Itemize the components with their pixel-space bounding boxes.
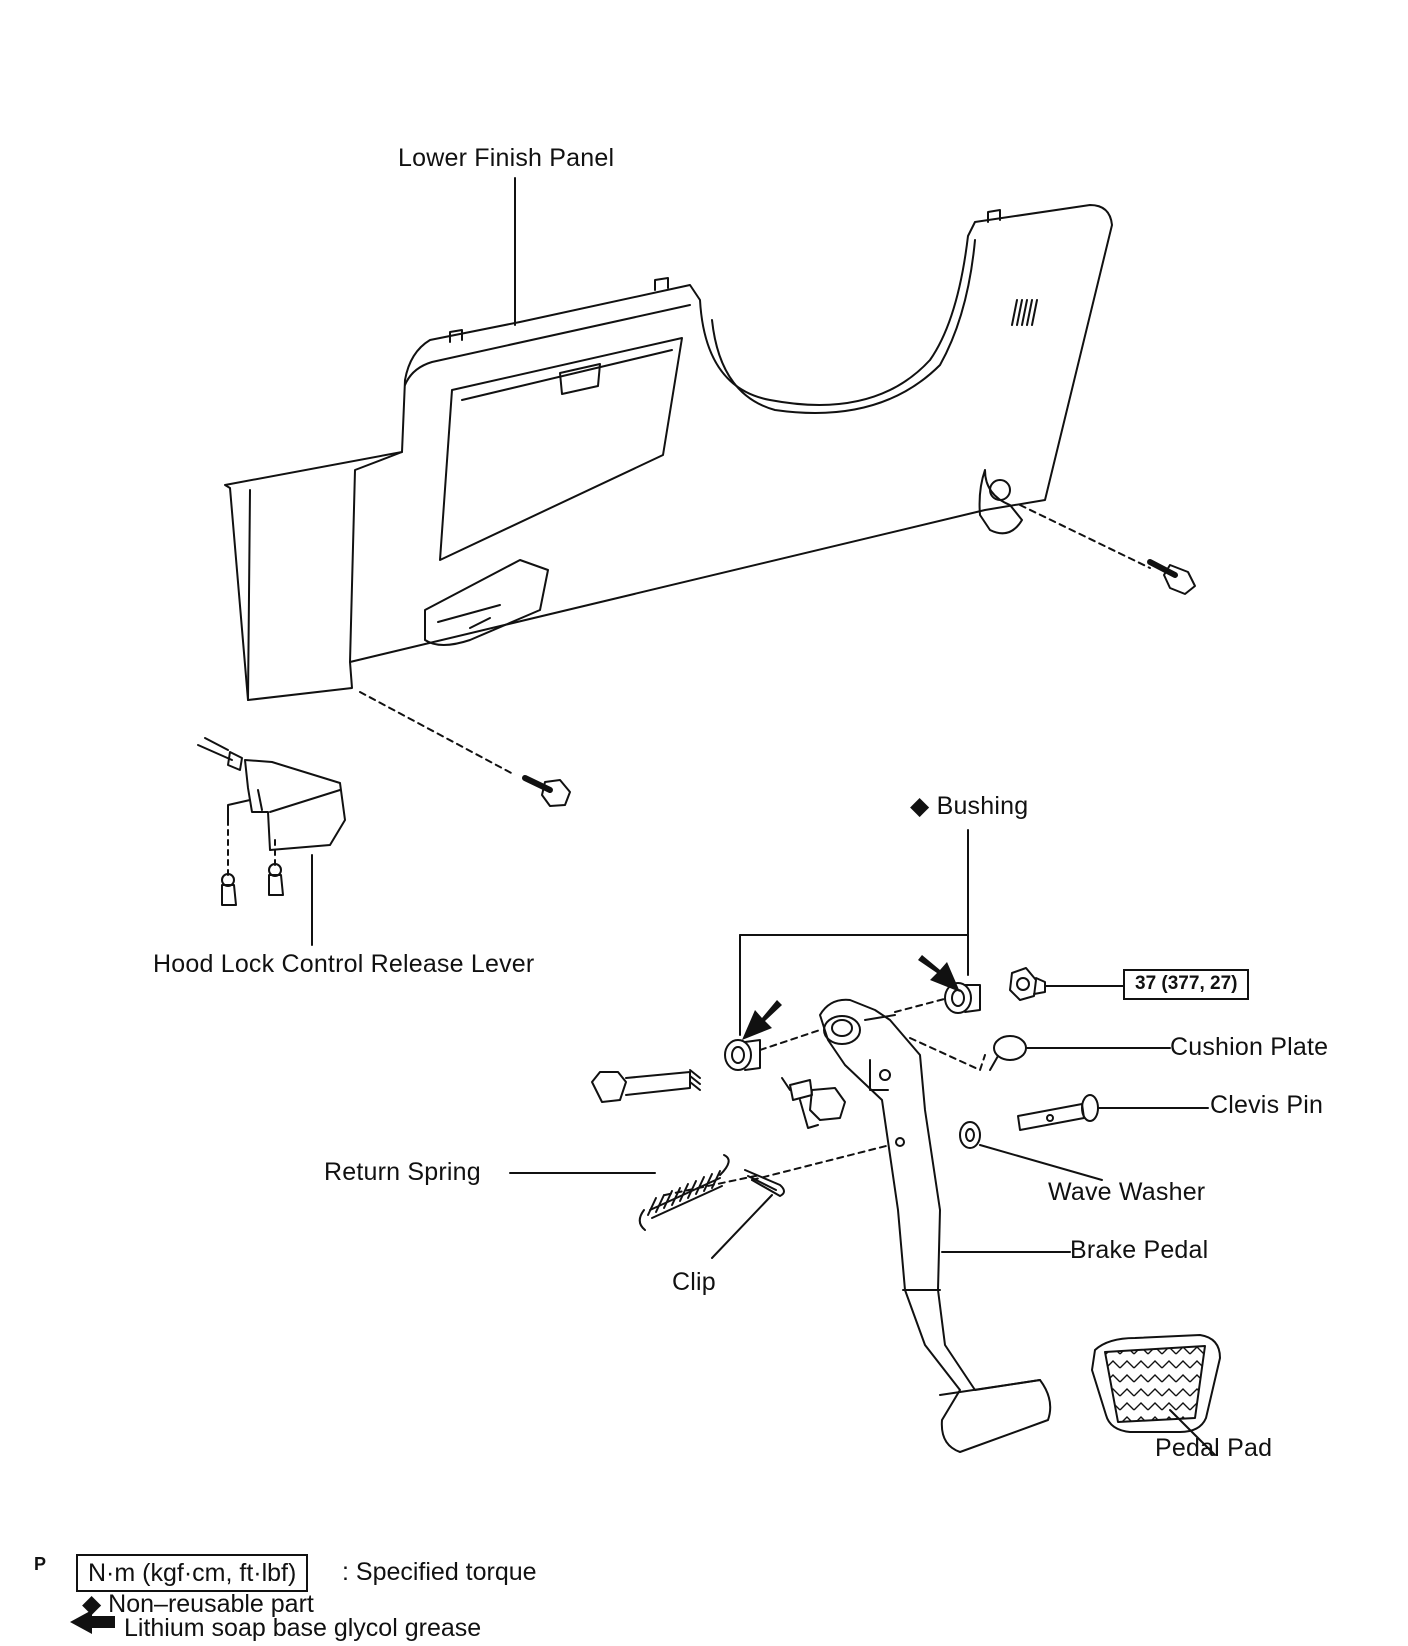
legend-torque-unit: N·m (kgf·cm, ft·lbf) <box>76 1554 309 1592</box>
wave-washer <box>959 1121 1103 1181</box>
legend-non-reusable: ◆ Non–reusable part <box>82 1590 314 1618</box>
brake-pedal-drawing <box>819 998 1071 1453</box>
lower-finish-panel-drawing <box>224 204 1113 701</box>
label-return-spring: Return Spring <box>324 1158 481 1186</box>
bushing-leader <box>739 829 969 1036</box>
grease-arrow-right <box>918 955 960 992</box>
clevis-pin <box>1017 1094 1209 1131</box>
panel-bolt-right <box>1019 504 1196 595</box>
bushing-right <box>944 982 981 1014</box>
label-lower-finish-panel: Lower Finish Panel <box>398 144 615 172</box>
grease-arrow-icon <box>70 1610 115 1634</box>
label-brake-pedal: Brake Pedal <box>1070 1236 1209 1264</box>
label-wave-washer: Wave Washer <box>1048 1178 1206 1206</box>
label-hood-lock-lever: Hood Lock Control Release Lever <box>153 950 535 978</box>
return-spring-drawing <box>509 1154 730 1231</box>
torque-spec-box: 37 (377, 27) <box>1123 969 1250 1000</box>
pedal-pad-drawing <box>1091 1334 1221 1456</box>
bushing-left <box>724 1039 761 1071</box>
label-clip: Clip <box>672 1268 716 1296</box>
label-cushion-plate: Cushion Plate <box>1170 1033 1329 1061</box>
label-bushing: ◆ Bushing <box>910 792 1029 820</box>
clip-drawing <box>711 1169 785 1259</box>
label-pedal-pad: Pedal Pad <box>1155 1434 1273 1462</box>
corner-mark: P <box>34 1554 47 1574</box>
label-clevis-pin: Clevis Pin <box>1210 1091 1324 1119</box>
legend-torque-desc: : Specified torque <box>342 1558 537 1586</box>
panel-bolt-lower <box>359 691 571 807</box>
legend-grease: Lithium soap base glycol grease <box>124 1614 482 1642</box>
hood-lock-lever-drawing <box>197 737 346 946</box>
pedal-bolt <box>591 1069 701 1103</box>
cushion-plate <box>989 1035 1171 1071</box>
stoplight-bracket <box>781 1077 846 1129</box>
pedal-nut <box>1009 967 1124 1001</box>
grease-arrow-left <box>742 1000 782 1040</box>
